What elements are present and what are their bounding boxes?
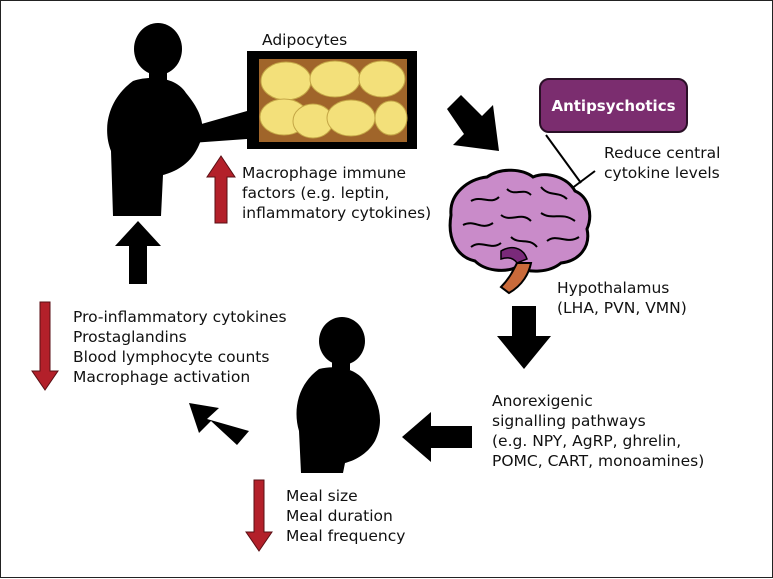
reduce-central-line-2: cytokine levels — [604, 164, 720, 182]
pro-inflammatory-line-2: Prostaglandins — [73, 328, 187, 346]
red-down-arrow-meal — [245, 479, 273, 552]
anorexigenic-line-2: signalling pathways — [492, 412, 646, 430]
anorexigenic-line-4: POMC, CART, monoamines) — [492, 452, 705, 470]
pro-inflammatory-line-4: Macrophage activation — [73, 368, 251, 386]
hypothalamus-line-1: Hypothalamus — [557, 279, 670, 297]
obese-silhouette-upper-icon — [107, 23, 203, 216]
antipsychotics-box: Antipsychotics — [539, 78, 688, 133]
hypothalamus-line-2: (LHA, PVN, VMN) — [557, 299, 687, 317]
anorexigenic-label: Anorexigenic signalling pathways (e.g. N… — [492, 391, 704, 471]
reduce-central-label: Reduce central cytokine levels — [604, 143, 720, 183]
brain-icon — [448, 168, 592, 295]
macrophage-factors-label: Macrophage immune factors (e.g. leptin, … — [242, 163, 431, 223]
meal-line-2: Meal duration — [286, 507, 393, 525]
arrow-hypothalamus-down — [497, 306, 551, 369]
hypothalamus-label: Hypothalamus (LHA, PVN, VMN) — [557, 278, 687, 318]
red-down-arrow-inflammation — [31, 301, 59, 391]
adipocytes-label: Adipocytes — [262, 31, 348, 49]
adipocyte-image — [247, 51, 417, 149]
meal-line-3: Meal frequency — [286, 527, 406, 545]
pro-inflammatory-line-3: Blood lymphocyte counts — [73, 348, 270, 366]
anorexigenic-line-3: (e.g. NPY, AgRP, ghrelin, — [492, 432, 682, 450]
arrow-immune-to-body — [115, 221, 161, 284]
meal-label: Meal size Meal duration Meal frequency — [286, 486, 405, 546]
red-up-arrow-macrophage — [206, 155, 236, 224]
arrow-adipocytes-to-brain — [447, 95, 499, 151]
obese-silhouette-lower-icon — [296, 317, 381, 473]
pro-inflammatory-label: Pro-inflammatory cytokines Prostaglandin… — [73, 307, 287, 387]
anorexigenic-line-1: Anorexigenic — [492, 392, 593, 410]
arrow-pathways-to-body — [402, 412, 472, 462]
zoom-connector — [191, 111, 247, 143]
pro-inflammatory-line-1: Pro-inflammatory cytokines — [73, 308, 287, 326]
macrophage-line-3: inflammatory cytokines) — [242, 204, 432, 222]
meal-line-1: Meal size — [286, 487, 358, 505]
arrow-body-to-immune — [189, 403, 249, 445]
reduce-central-line-1: Reduce central — [604, 144, 721, 162]
macrophage-line-1: Macrophage immune — [242, 164, 407, 182]
macrophage-line-2: factors (e.g. leptin, — [242, 184, 390, 202]
